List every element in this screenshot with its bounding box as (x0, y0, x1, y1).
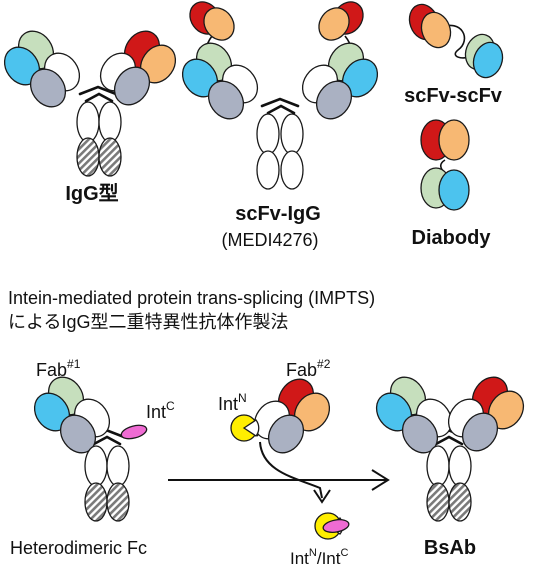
intn-label: IntN (218, 391, 247, 414)
ch3-domain (106, 482, 130, 522)
hinge (92, 435, 122, 446)
ch2-domain (84, 445, 108, 487)
vh-domain (472, 41, 504, 79)
scfv-scfv-antibody (408, 3, 504, 79)
intn-intc-complex (314, 512, 350, 540)
scfv-vh-domain (203, 7, 235, 41)
byproduct-arrow (259, 441, 331, 504)
bsab-antibody (375, 376, 525, 522)
hinge (260, 97, 300, 108)
vh-domain (438, 169, 470, 211)
intn-intc-label: IntN/IntC (290, 547, 348, 568)
fab1-label: Fab#1 (36, 357, 81, 380)
hinge (434, 435, 464, 446)
ch3-domain (98, 137, 122, 177)
igg-label: IgG型 (65, 182, 118, 205)
ch2-domain (448, 445, 472, 487)
bsab-label: BsAb (424, 537, 476, 559)
impts-title-line1: Intein-mediated protein trans-splicing (… (8, 288, 375, 308)
scfv-scfv-label: scFv-scFv (404, 85, 503, 107)
reaction-arrow (168, 469, 390, 491)
ch2-domain (280, 113, 304, 155)
ch2-domain (256, 113, 280, 155)
ch1-domain (207, 80, 245, 120)
impts-title-line2: によるIgG型二重特異性抗体作製法 (8, 312, 288, 332)
ch1-domain (267, 414, 305, 454)
vh-domain (420, 11, 452, 49)
ch3-domain (76, 137, 100, 177)
ch1-domain (315, 80, 353, 120)
medi-label: (MEDI4276) (221, 230, 318, 250)
ch1-domain (113, 66, 151, 106)
intein-n-fragment (230, 414, 260, 442)
hinge (266, 104, 296, 115)
igg-antibody (3, 30, 177, 177)
ch2-domain (76, 101, 100, 143)
heterodimeric-fc-antibody (33, 376, 148, 522)
fab2-intn-fragment (230, 378, 331, 454)
ch3-domain (426, 482, 450, 522)
ch1-domain (29, 68, 67, 108)
intc-label: IntC (146, 399, 175, 422)
ch2-domain (426, 445, 450, 487)
fab2-label: Fab#2 (286, 357, 331, 380)
heterodimeric-fc-label: Heterodimeric Fc (10, 538, 147, 558)
ch2-domain (98, 101, 122, 143)
scfv-vh-domain (318, 7, 350, 41)
diabody-antibody (420, 119, 470, 211)
ch3-domain (448, 482, 472, 522)
ch3-domain (256, 150, 280, 190)
diabody-label: Diabody (412, 227, 492, 249)
vh-domain (438, 119, 470, 161)
ch2-domain (106, 445, 130, 487)
ch3-domain (280, 150, 304, 190)
scfv-igg-label: scFv-IgG (235, 203, 321, 225)
intein-c-fragment (120, 424, 148, 440)
ch3-domain (84, 482, 108, 522)
hinge (78, 85, 118, 96)
ch1-domain (461, 412, 499, 452)
scfv-igg-antibody (181, 1, 379, 190)
hinge (84, 92, 114, 103)
